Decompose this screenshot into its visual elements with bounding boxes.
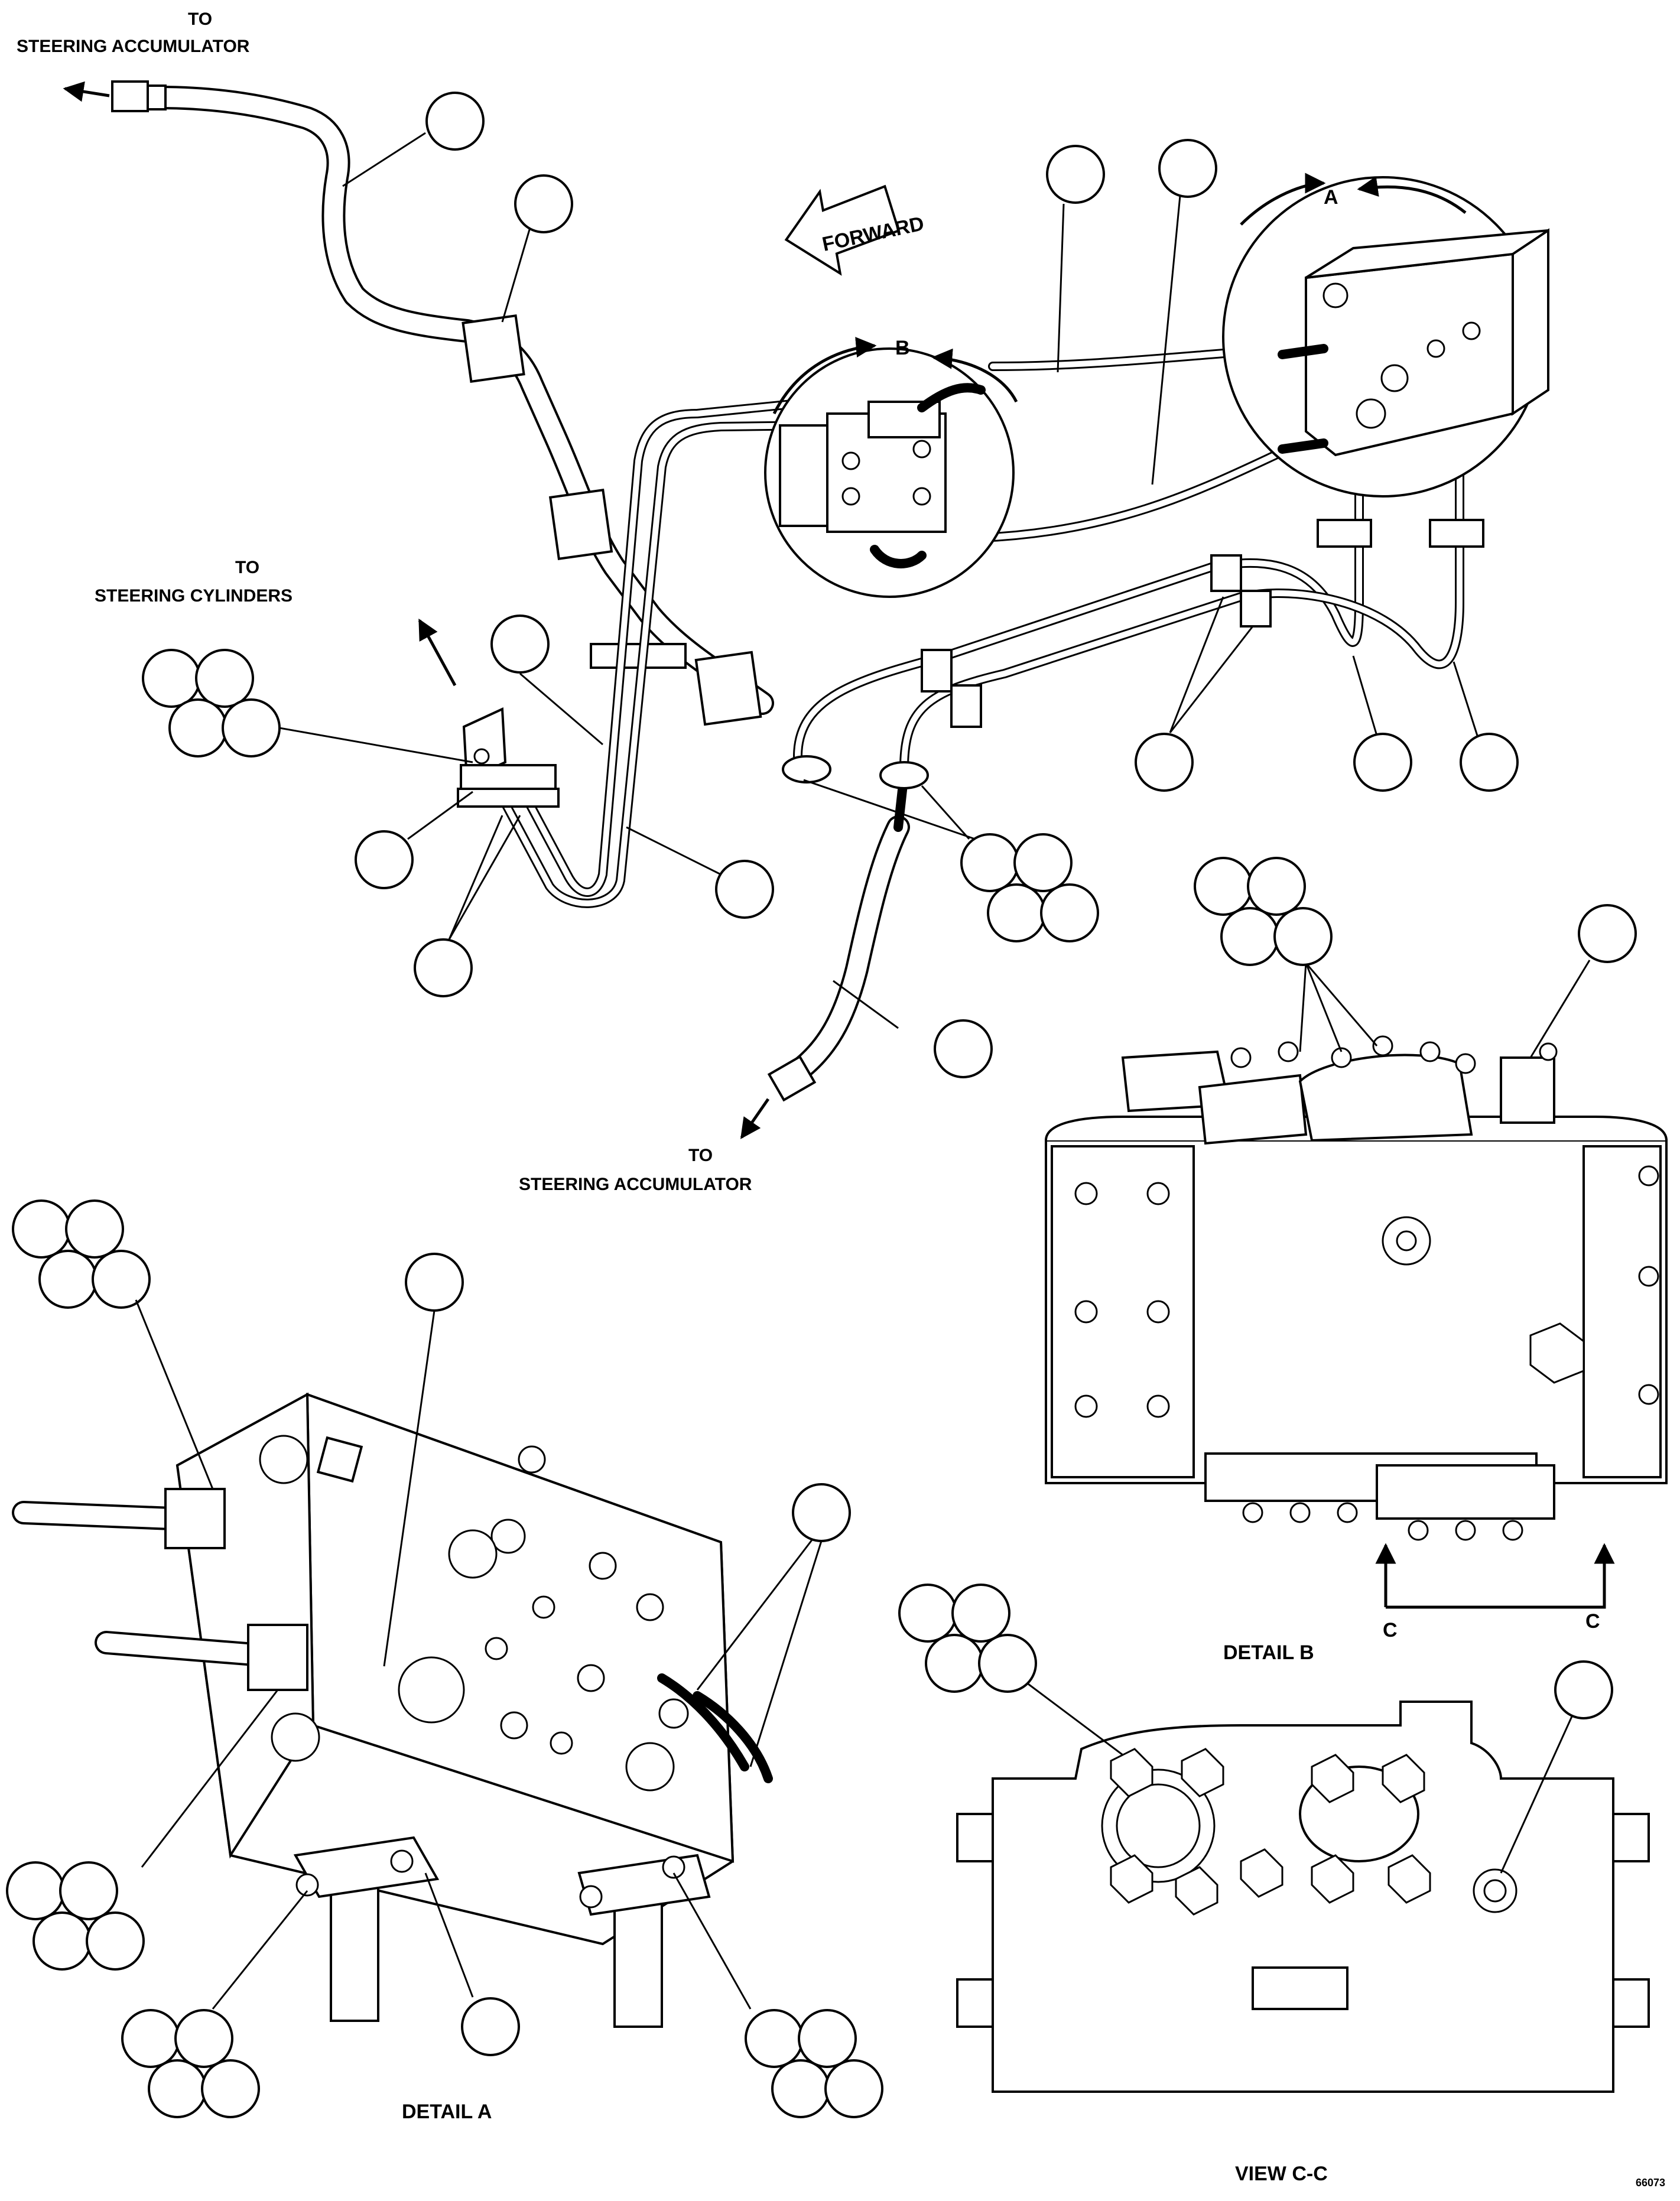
forward-arrow: FORWARD — [784, 184, 926, 276]
detail-a-title: DETAIL A — [402, 2101, 492, 2123]
detail-a-callout: A — [1222, 173, 1549, 498]
accumulator-hose-lower — [740, 755, 929, 1139]
main-assembly-view: B A FORWARD TO STEERING ACCUMULATOR — [17, 9, 1549, 1194]
to-label: TO — [235, 558, 259, 577]
steering-accumulator-label: STEERING ACCUMULATOR — [519, 1175, 752, 1194]
detail-a-reference: A — [1324, 186, 1338, 209]
detail-a-view: DETAIL A — [6, 1199, 883, 2123]
steering-cylinder-tubes — [498, 397, 820, 908]
hose-clamps — [462, 314, 762, 726]
detail-b-callout: B — [764, 337, 1018, 598]
flow-arrow — [418, 618, 457, 687]
accumulator-hose-upper — [63, 80, 774, 715]
flow-arrow — [740, 1098, 770, 1139]
tube-bracket — [418, 618, 560, 808]
detail-b-title: DETAIL B — [1223, 1641, 1314, 1664]
steering-accumulator-label: STEERING ACCUMULATOR — [17, 37, 250, 56]
detail-b-reference: B — [895, 337, 910, 359]
figure-id: 66073 — [1636, 2177, 1665, 2189]
callout-bubbles-main — [142, 92, 1519, 1078]
hose-fitting — [111, 80, 149, 112]
section-c-label: C — [1383, 1619, 1398, 1641]
steering-cylinders-label: STEERING CYLINDERS — [95, 586, 293, 606]
to-label: TO — [188, 9, 212, 29]
view-cc-title: VIEW C-C — [1235, 2163, 1328, 2185]
flow-arrow — [63, 81, 110, 102]
to-label: TO — [688, 1146, 713, 1165]
section-c-label: C — [1585, 1610, 1600, 1633]
detail-b-view: C C DETAIL B — [1045, 857, 1668, 1664]
view-cc: VIEW C-C 66073 — [898, 1584, 1665, 2189]
